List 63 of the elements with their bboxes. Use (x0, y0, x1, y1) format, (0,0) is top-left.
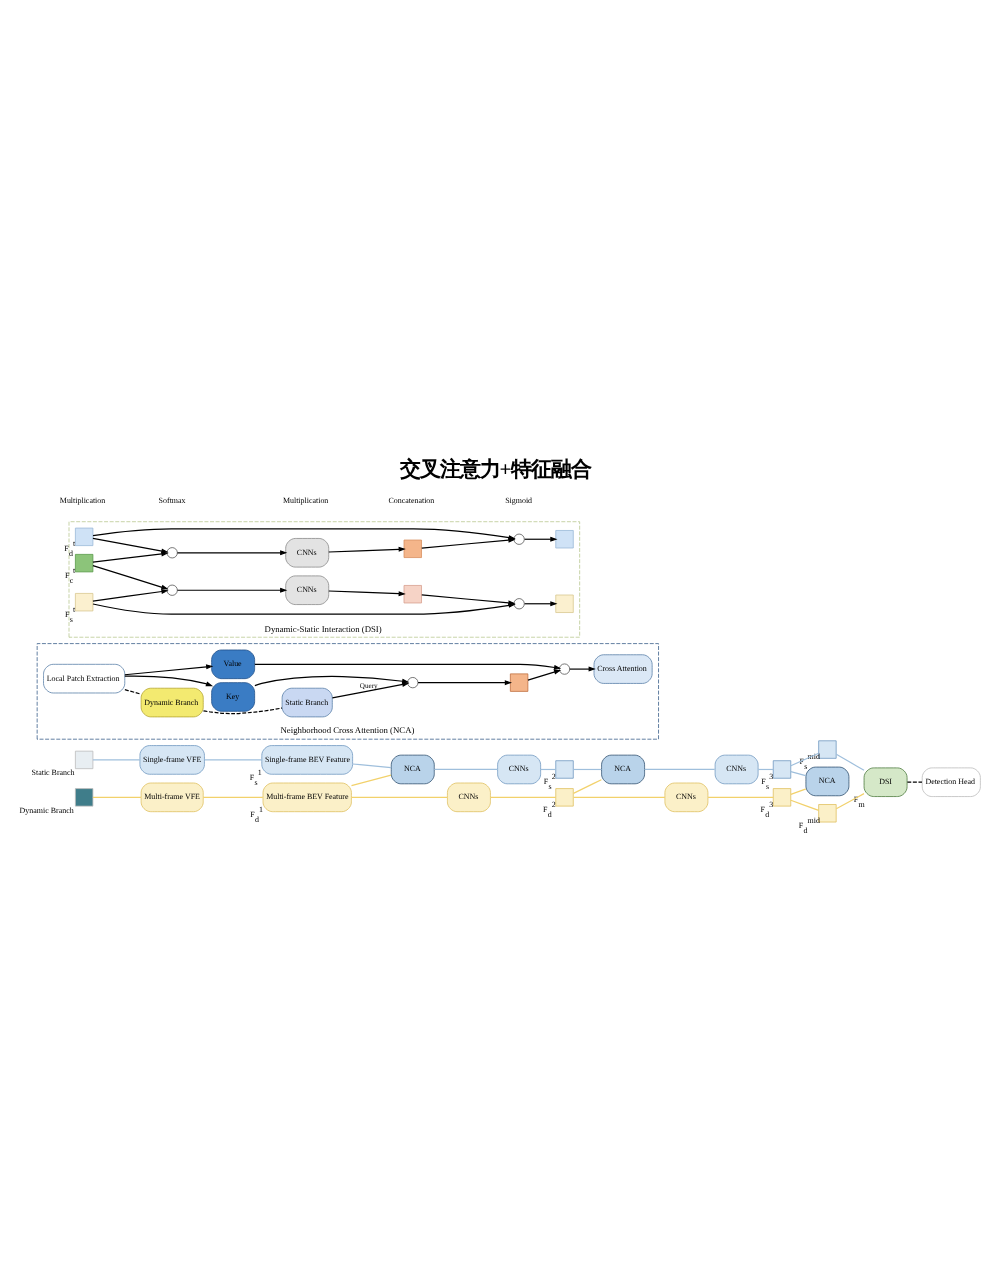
node-circle (407, 677, 419, 689)
connector (644, 768, 716, 771)
arrow (92, 565, 169, 590)
node-box (555, 760, 574, 779)
arrow (527, 669, 562, 681)
arrow (176, 550, 288, 556)
connector (707, 796, 774, 798)
arrow (92, 589, 169, 602)
node-box (75, 788, 94, 807)
connector (202, 796, 264, 798)
connector (790, 752, 820, 767)
node-circle (558, 663, 571, 675)
connector (906, 781, 923, 783)
connector (835, 753, 865, 771)
node-circle (166, 584, 178, 596)
arrow (328, 546, 406, 553)
connector (572, 768, 602, 771)
connector (92, 759, 141, 761)
arrow (176, 587, 288, 593)
node-box (403, 585, 422, 604)
arrow (124, 675, 214, 687)
connector (572, 779, 602, 794)
connector (204, 759, 263, 761)
node-box (75, 527, 94, 546)
arrow (124, 664, 214, 676)
node-box (818, 740, 837, 759)
arrow (417, 680, 512, 686)
node-box (403, 539, 422, 558)
connector (790, 788, 807, 796)
node-box (75, 593, 94, 612)
node-box (555, 788, 574, 807)
diagram-title: 交叉注意力+特征融合 (399, 460, 592, 483)
node-box (75, 554, 94, 573)
node-box (772, 788, 792, 807)
connector (124, 689, 142, 695)
arrow (254, 675, 410, 687)
node-box (555, 594, 574, 613)
node-box (75, 750, 94, 770)
arrow (92, 551, 169, 563)
connector (352, 763, 392, 769)
connector (835, 793, 865, 810)
node-circle (166, 547, 178, 559)
node-box (555, 530, 574, 549)
node-circle (513, 598, 525, 610)
arrow (331, 682, 410, 699)
connector (490, 796, 557, 798)
arrow (524, 601, 558, 607)
connector (573, 796, 666, 798)
arrow (569, 666, 596, 672)
connector (350, 796, 448, 798)
arrow (254, 663, 562, 670)
connector (790, 799, 820, 811)
node-box (818, 804, 837, 823)
connector (202, 707, 283, 715)
arrow (524, 536, 558, 542)
connector (350, 774, 392, 787)
connector (92, 796, 142, 798)
node-box (772, 760, 792, 779)
connector (790, 771, 807, 777)
arrow (328, 590, 406, 597)
node-circle (513, 533, 525, 545)
connector (433, 768, 498, 771)
node-box (509, 673, 529, 692)
